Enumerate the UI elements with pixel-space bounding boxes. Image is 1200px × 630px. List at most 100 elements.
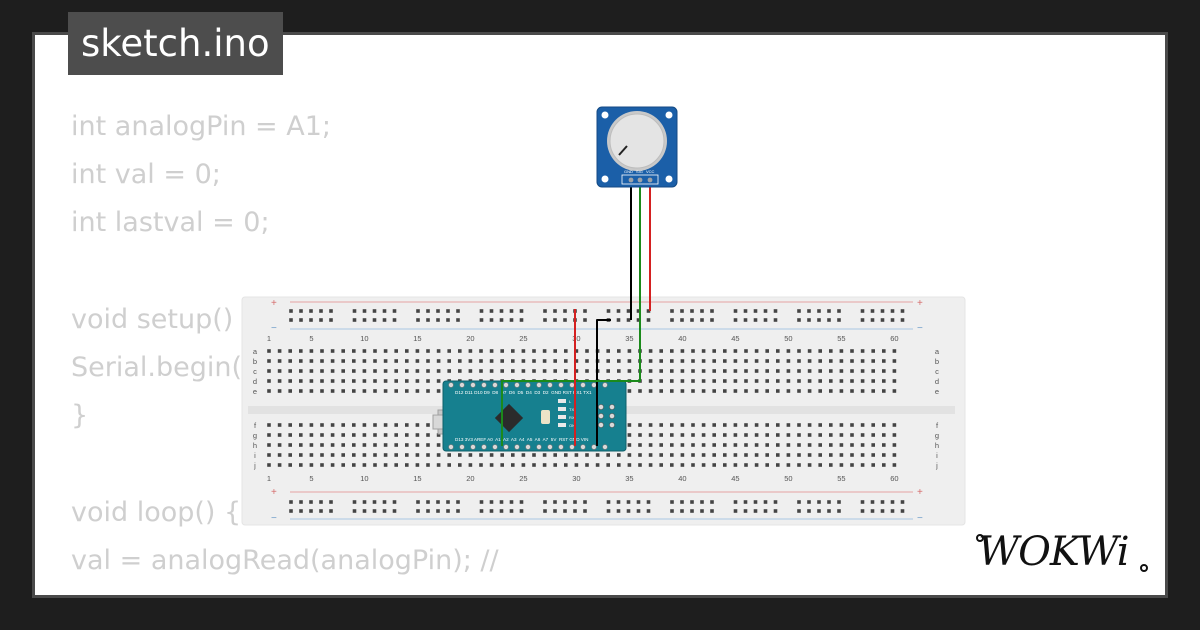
breadboard-hole xyxy=(839,423,844,427)
row-letter: g xyxy=(935,431,939,440)
breadboard-hole xyxy=(585,463,589,467)
breadboard-hole xyxy=(299,389,303,393)
breadboard-hole xyxy=(489,359,494,363)
breadboard-hole xyxy=(691,349,695,353)
breadboard-hole xyxy=(882,423,886,427)
breadboard-hole xyxy=(330,423,335,427)
breadboard-hole xyxy=(627,423,632,427)
rail-hole xyxy=(479,500,484,504)
rail-hole xyxy=(456,309,460,313)
breadboard-hole xyxy=(797,433,801,437)
breadboard-hole xyxy=(807,369,812,373)
breadboard-hole xyxy=(680,359,685,363)
breadboard-hole xyxy=(574,349,579,353)
rail-hole xyxy=(870,318,875,322)
breadboard-hole xyxy=(352,389,356,393)
breadboard-hole xyxy=(458,349,462,353)
breadboard-hole xyxy=(659,369,663,373)
breadboard-hole xyxy=(468,349,473,353)
breadboard-hole xyxy=(892,369,897,373)
breadboard-hole xyxy=(860,359,865,363)
rail-hole xyxy=(763,318,768,322)
rail-hole xyxy=(753,318,758,322)
nano-pin xyxy=(525,382,531,388)
breadboard-hole xyxy=(776,369,780,373)
breadboard-hole xyxy=(267,463,271,467)
potentiometer: GND SIG VCC xyxy=(596,106,678,188)
breadboard-hole xyxy=(638,389,642,393)
breadboard-hole xyxy=(712,349,716,353)
row-letter: h xyxy=(253,441,257,450)
breadboard-hole xyxy=(680,433,685,437)
breadboard-hole xyxy=(362,423,367,427)
breadboard-hole xyxy=(426,369,430,373)
breadboard-hole xyxy=(701,463,706,467)
breadboard-hole xyxy=(786,379,791,383)
led-on xyxy=(558,423,566,427)
rail-hole xyxy=(700,509,704,513)
rail-hole xyxy=(880,309,885,313)
rail-hole xyxy=(319,500,323,504)
column-number: 30 xyxy=(572,474,580,483)
breadboard-hole xyxy=(564,359,568,363)
rail-hole xyxy=(773,509,778,513)
rail-hole xyxy=(773,318,778,322)
column-number: 45 xyxy=(731,334,739,343)
rail-hole xyxy=(900,309,905,313)
nano-pin xyxy=(580,444,586,450)
rail-hole xyxy=(753,309,758,313)
rail-hole xyxy=(392,509,397,513)
breadboard-hole xyxy=(786,389,791,393)
breadboard-hole xyxy=(277,453,282,457)
breadboard-hole xyxy=(680,349,685,353)
rail-hole xyxy=(880,500,885,504)
breadboard-hole xyxy=(670,443,674,447)
rail-hole xyxy=(710,500,714,504)
wokwi-logo-text: WOKWi xyxy=(978,529,1129,575)
rail-hole xyxy=(670,509,674,513)
breadboard-hole xyxy=(871,463,875,467)
rail-hole xyxy=(743,309,748,313)
rail-hole xyxy=(626,309,631,313)
breadboard-hole xyxy=(330,349,335,353)
breadboard-hole xyxy=(352,349,356,353)
breadboard-hole xyxy=(648,379,653,383)
breadboard-hole xyxy=(362,349,367,353)
breadboard-hole xyxy=(648,453,653,457)
row-letter: i xyxy=(936,451,938,460)
rail-hole xyxy=(680,509,684,513)
breadboard-hole xyxy=(860,379,865,383)
breadboard-hole xyxy=(426,453,430,457)
breadboard-hole xyxy=(754,359,759,363)
rail-hole xyxy=(827,318,831,322)
rail-hole xyxy=(299,309,303,313)
rail-hole xyxy=(797,309,801,313)
breadboard-hole xyxy=(797,423,801,427)
nano-pin xyxy=(547,444,553,450)
rail-hole xyxy=(616,509,621,513)
breadboard-hole xyxy=(829,369,833,373)
breadboard-hole xyxy=(309,453,314,457)
breadboard-hole xyxy=(659,423,663,427)
rail-hole xyxy=(753,509,758,513)
breadboard-hole xyxy=(521,349,526,353)
breadboard-hole xyxy=(373,369,377,373)
file-tab-title[interactable]: sketch.ino xyxy=(68,12,283,75)
rail-hole xyxy=(563,500,567,504)
breadboard-hole xyxy=(330,389,335,393)
breadboard-hole xyxy=(818,389,822,393)
breadboard-hole xyxy=(648,423,653,427)
rail-hole xyxy=(817,509,821,513)
rail-hole xyxy=(563,509,567,513)
preview-card: int analogPin = A1; int val = 0; int las… xyxy=(32,32,1168,598)
breadboard-hole xyxy=(352,359,356,363)
breadboard-hole xyxy=(670,433,674,437)
breadboard-hole xyxy=(648,443,653,447)
breadboard-hole xyxy=(309,463,314,467)
rail-hole xyxy=(426,309,430,313)
breadboard-hole xyxy=(320,443,324,447)
rail-hole xyxy=(900,500,905,504)
breadboard-hole xyxy=(744,443,748,447)
breadboard-hole xyxy=(691,359,695,363)
breadboard-hole xyxy=(415,453,420,457)
